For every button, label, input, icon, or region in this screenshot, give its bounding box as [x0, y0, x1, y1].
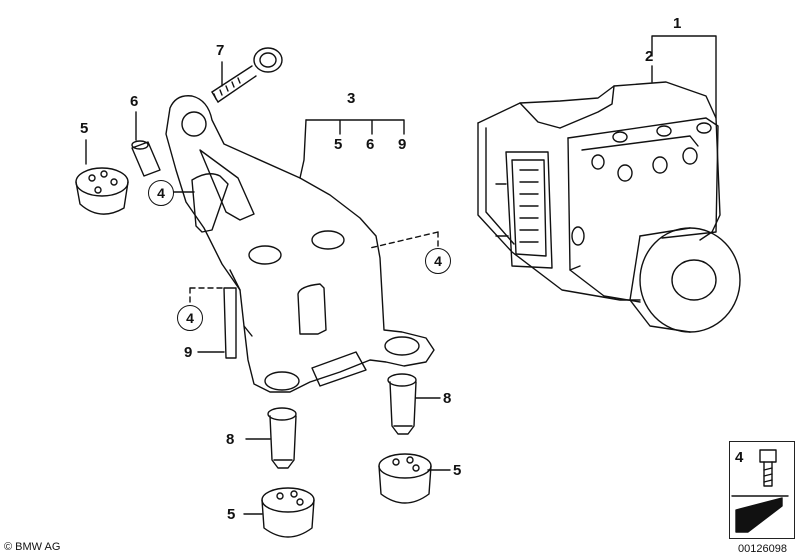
callout-6: 6	[130, 93, 139, 110]
leader-4-right	[369, 231, 439, 251]
rubber-mount-5-lower-right	[378, 453, 432, 504]
mounting-bracket	[165, 95, 435, 393]
legend-bolt-icon	[759, 449, 777, 487]
leader-4-left	[189, 287, 225, 305]
copyright-text: © BMW AG	[4, 541, 61, 553]
image-number: 00126098	[738, 543, 787, 555]
callout-4-clip: 4	[148, 180, 174, 206]
legend-item-label: 4	[735, 449, 744, 466]
callout-3-sub-5: 5	[334, 136, 343, 153]
abs-hydraulic-unit	[477, 81, 741, 333]
callout-9: 9	[184, 344, 193, 361]
clip-4	[191, 173, 229, 233]
leader-3-bracket	[305, 119, 405, 135]
callout-1: 1	[673, 15, 682, 32]
callout-4-left: 4	[177, 305, 203, 331]
screw-8-left	[267, 407, 297, 469]
leader-1	[651, 35, 717, 119]
callout-3-sub-9: 9	[398, 136, 407, 153]
callout-2: 2	[645, 48, 654, 65]
callout-5-left: 5	[227, 506, 236, 523]
screw-8-right	[387, 373, 417, 435]
rubber-mount-5-upper	[75, 167, 129, 215]
rubber-mount-5-lower-left	[261, 487, 315, 538]
callout-5-right: 5	[453, 462, 462, 479]
callout-3: 3	[347, 90, 356, 107]
legend-wedge-icon	[735, 497, 783, 533]
callout-8-left: 8	[226, 431, 235, 448]
sleeve-6	[131, 140, 161, 177]
callout-4-right: 4	[425, 248, 451, 274]
callout-7: 7	[216, 42, 225, 59]
bolt-7	[211, 47, 283, 103]
pin-9	[223, 287, 237, 359]
callout-8-right: 8	[443, 390, 452, 407]
callout-5-upper: 5	[80, 120, 89, 137]
callout-3-sub-6: 6	[366, 136, 375, 153]
legend-box	[729, 441, 795, 539]
